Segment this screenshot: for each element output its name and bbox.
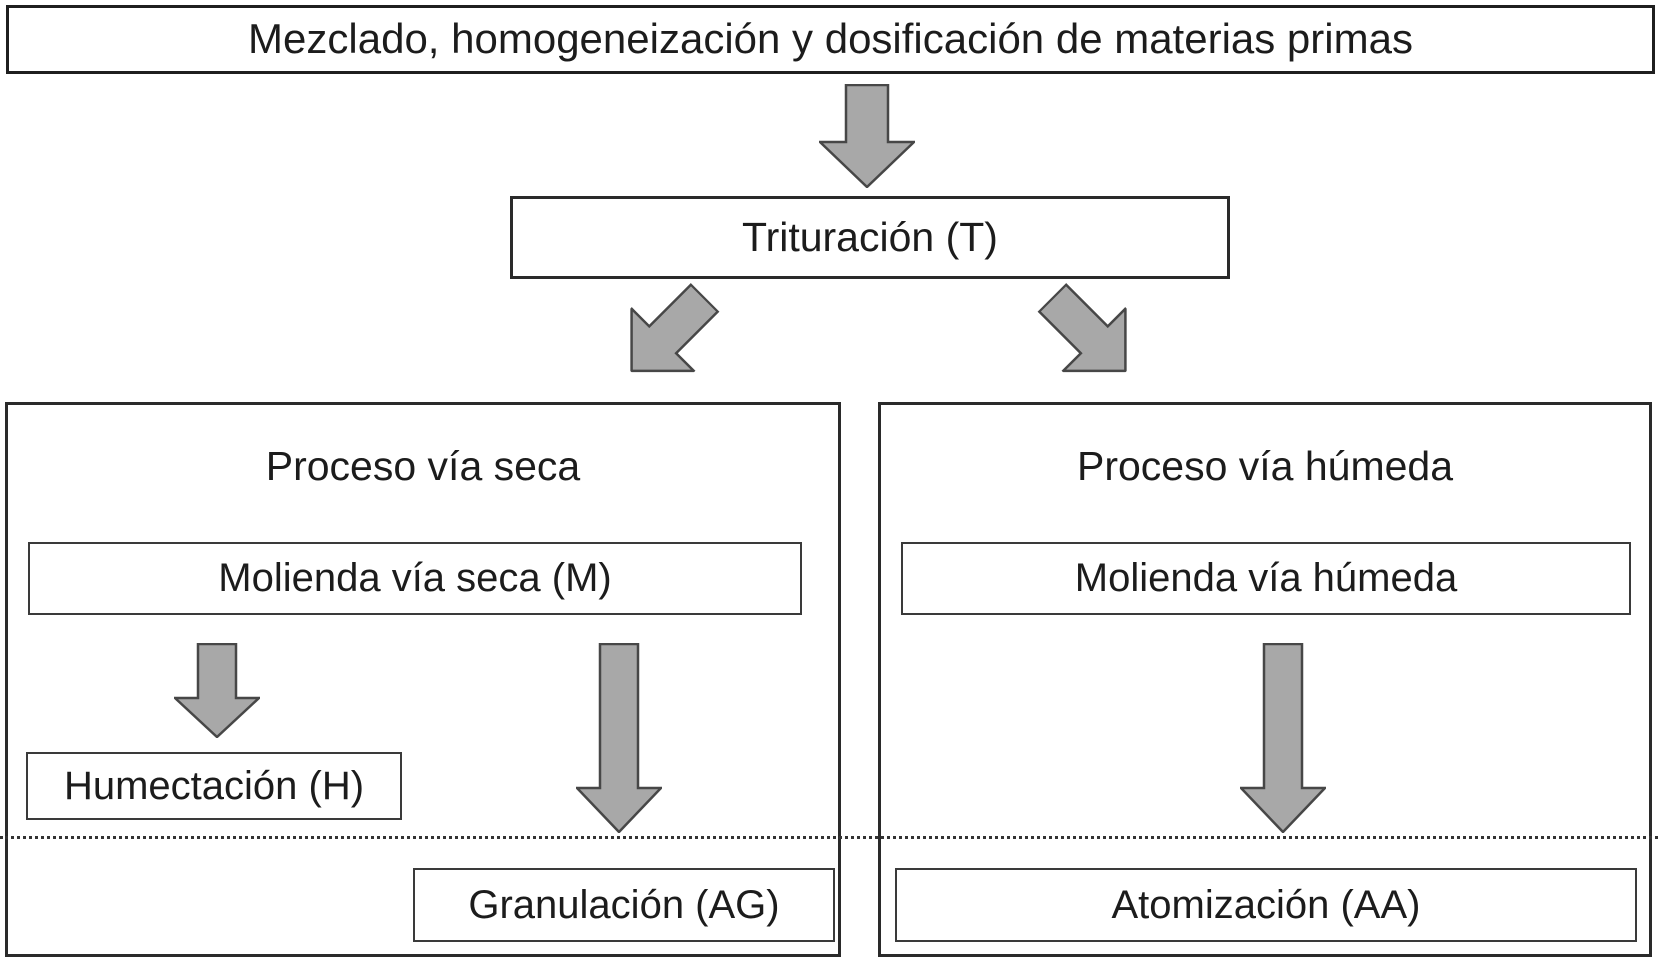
down-right-arrow-icon: [1020, 266, 1158, 404]
down-arrow-icon: [576, 643, 662, 833]
down-right-arrow-shape: [1037, 282, 1127, 373]
down-arrow-shape: [819, 84, 915, 188]
granulacion-label: Granulación (AG): [468, 882, 780, 927]
down-left-arrow-icon: [599, 266, 737, 404]
dry-milling-label: Molienda vía seca (M): [218, 556, 612, 600]
down-arrow-shape: [576, 643, 662, 833]
dry-milling-box: Molienda vía seca (M): [28, 542, 802, 615]
trituracion-box: Trituración (T): [510, 196, 1230, 279]
mixing-label: Mezclado, homogeneización y dosificación…: [248, 15, 1413, 63]
atomizacion-box: Atomización (AA): [895, 868, 1637, 942]
wet-process-title: Proceso vía húmeda: [1076, 443, 1454, 489]
wet-milling-box: Molienda vía húmeda: [901, 542, 1631, 615]
down-left-arrow-shape: [630, 282, 720, 373]
atomizacion-label: Atomización (AA): [1111, 882, 1421, 927]
wet-process-panel: Proceso vía húmeda Molienda vía húmeda A…: [878, 402, 1652, 957]
down-arrow-shape: [174, 643, 260, 738]
down-arrow-shape: [1240, 643, 1326, 833]
humectacion-box: Humectación (H): [26, 752, 402, 820]
down-arrow-icon: [819, 84, 915, 188]
trituracion-label: Trituración (T): [742, 213, 998, 260]
dotted-separator-line: [0, 836, 1658, 839]
granulacion-box: Granulación (AG): [413, 868, 835, 942]
down-arrow-icon: [1240, 643, 1326, 833]
mixing-box: Mezclado, homogeneización y dosificación…: [6, 5, 1655, 74]
down-arrow-icon: [174, 643, 260, 738]
dry-process-panel: Proceso vía seca Molienda vía seca (M) H…: [5, 402, 841, 957]
wet-milling-label: Molienda vía húmeda: [1074, 556, 1458, 600]
humectacion-label: Humectación (H): [63, 763, 365, 808]
dry-process-title: Proceso vía seca: [265, 443, 581, 489]
